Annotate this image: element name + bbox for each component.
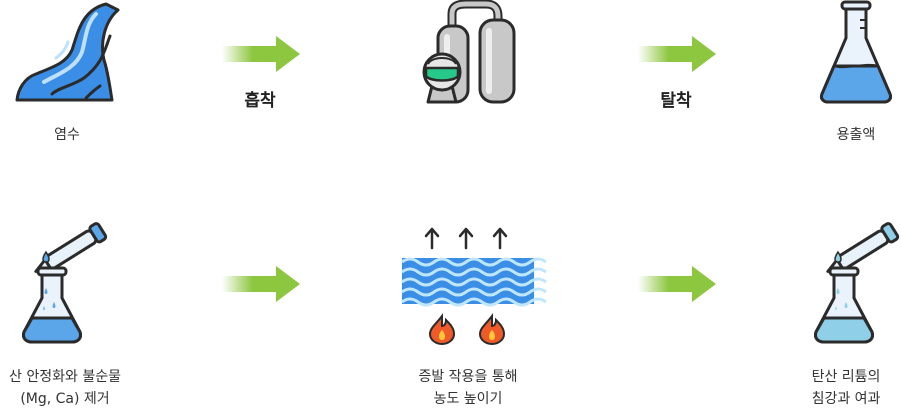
- flame-icon: [428, 313, 456, 346]
- adsorption-plant-icon: [414, 0, 524, 104]
- flame-icon: [478, 313, 506, 346]
- arrow-evaporation-icon: [638, 266, 718, 302]
- river-icon: [12, 2, 122, 102]
- arrow-adsorption-icon: [222, 36, 302, 72]
- flask-pipette-icon: [814, 222, 901, 344]
- brine-label: 염수: [54, 127, 80, 143]
- arrow-desorption-icon: [638, 36, 718, 72]
- step-adsorption: 흡착: [244, 91, 276, 111]
- evaporation-waves-icon: [400, 224, 547, 346]
- evaporation-label: 증발 작용을 통해 농도 높이기: [418, 369, 518, 407]
- removal-label: 산 안정화와 불순물 (Mg, Ca) 제거: [9, 369, 121, 407]
- eluate-label: 용출액: [836, 127, 876, 143]
- up-arrow-icon: [458, 227, 474, 250]
- flask-pipette-icon: [22, 222, 112, 344]
- up-arrow-icon: [424, 227, 440, 250]
- up-arrow-icon: [492, 227, 508, 250]
- step-desorption: 탈착: [660, 91, 692, 111]
- arrow-removal-icon: [222, 266, 302, 302]
- erlenmeyer-flask-icon: [816, 0, 896, 104]
- precipitation-label: 탄산 리튬의 침강과 여과: [811, 369, 881, 407]
